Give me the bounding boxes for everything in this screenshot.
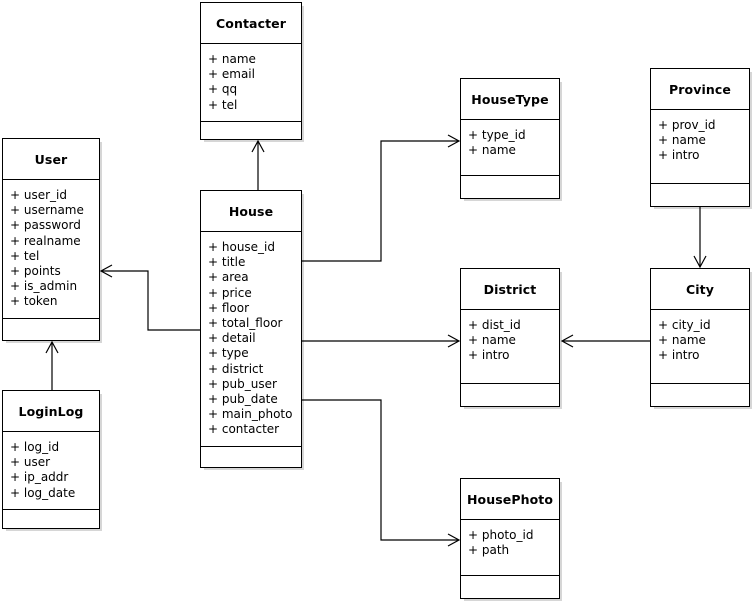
class-operations-loginlog (3, 510, 99, 532)
class-attributes-province: + prov_id + name + intro (651, 110, 749, 184)
attribute-row: + name (468, 143, 516, 158)
attribute-row: + dist_id (468, 318, 521, 332)
attribute-row: + is_admin (10, 279, 78, 294)
attribute-row: + area (208, 270, 249, 285)
attribute-row: + tel (10, 248, 40, 263)
attribute-row: + password (10, 218, 81, 233)
class-title-city: City (651, 269, 749, 310)
class-box-housetype[interactable]: HouseType + type_id + name (460, 78, 560, 199)
class-box-province[interactable]: Province + prov_id + name + intro (650, 68, 750, 207)
attribute-row: + intro (658, 148, 700, 163)
class-attributes-house: + house_id + title + area + price + floo… (201, 232, 301, 447)
class-attributes-user: + user_id + username + password + realna… (3, 180, 99, 319)
class-title-district: District (461, 269, 559, 310)
class-operations-housephoto (461, 576, 559, 598)
attribute-row: + token (10, 294, 58, 309)
rel-province-city (693, 207, 707, 269)
class-attributes-housetype: + type_id + name (461, 120, 559, 176)
class-title-housephoto: HousePhoto (461, 479, 559, 520)
attribute-row: + log_id (10, 440, 60, 454)
attribute-row: + title (208, 255, 246, 270)
attribute-row: + email (208, 67, 255, 82)
class-operations-contacter (201, 122, 301, 144)
attribute-row: + type (208, 346, 249, 361)
class-title-loginlog: LoginLog (3, 391, 99, 432)
class-operations-city (651, 384, 749, 406)
attribute-row: + total_floor (208, 316, 283, 331)
class-box-house[interactable]: House + house_id + title + area + price … (200, 190, 302, 468)
attribute-row: + intro (468, 348, 510, 363)
rel-city-district (560, 334, 650, 348)
class-attributes-contacter: + name + email + qq + tel (201, 44, 301, 122)
class-box-contacter[interactable]: Contacter + name + email + qq + tel (200, 2, 302, 140)
attribute-row: + user (10, 455, 51, 470)
attribute-row: + name (658, 333, 706, 348)
rel-house-contacter (251, 139, 265, 190)
attribute-row: + intro (658, 348, 700, 363)
class-operations-housetype (461, 176, 559, 198)
class-attributes-city: + city_id + name + intro (651, 310, 749, 384)
rel-house-user (99, 264, 200, 331)
attribute-row: + price (208, 285, 252, 300)
class-title-housetype: HouseType (461, 79, 559, 120)
rel-house-housetype (302, 134, 461, 262)
attribute-row: + district (208, 361, 264, 376)
attribute-row: + user_id (10, 188, 67, 202)
attribute-row: + city_id (658, 318, 711, 332)
rel-house-housephoto (302, 399, 461, 547)
attribute-row: + main_photo (208, 407, 293, 422)
class-operations-province (651, 184, 749, 206)
class-box-city[interactable]: City + city_id + name + intro (650, 268, 750, 407)
attribute-row: + name (658, 133, 706, 148)
attribute-row: + qq (208, 82, 238, 97)
attribute-row: + username (10, 203, 84, 218)
attribute-row: + tel (208, 97, 238, 112)
rel-house-district (302, 334, 461, 348)
attribute-row: + photo_id (468, 528, 534, 542)
class-title-house: House (201, 191, 301, 232)
class-title-province: Province (651, 69, 749, 110)
attribute-row: + log_date (10, 485, 76, 500)
class-operations-house (201, 447, 301, 469)
attribute-row: + points (10, 264, 61, 279)
class-box-district[interactable]: District + dist_id + name + intro (460, 268, 560, 407)
attribute-row: + floor (208, 300, 250, 315)
attribute-row: + detail (208, 331, 256, 346)
attribute-row: + pub_user (208, 376, 277, 391)
attribute-row: + path (468, 543, 510, 558)
class-title-user: User (3, 139, 99, 180)
class-operations-district (461, 384, 559, 406)
attribute-row: + contacter (208, 422, 280, 437)
class-operations-user (3, 319, 99, 341)
class-attributes-loginlog: + log_id + user + ip_addr + log_date (3, 432, 99, 510)
attribute-row: + prov_id (658, 118, 716, 132)
attribute-row: + ip_addr (10, 470, 69, 485)
class-attributes-district: + dist_id + name + intro (461, 310, 559, 384)
class-box-housephoto[interactable]: HousePhoto + photo_id + path (460, 478, 560, 599)
attribute-row: + name (468, 333, 516, 348)
attribute-row: + pub_date (208, 392, 278, 407)
attribute-row: + house_id (208, 240, 276, 254)
rel-loginlog-user (45, 340, 59, 390)
attribute-row: + realname (10, 233, 81, 248)
class-box-loginlog[interactable]: LoginLog + log_id + user + ip_addr + log… (2, 390, 100, 529)
class-attributes-housephoto: + photo_id + path (461, 520, 559, 576)
class-box-user[interactable]: User + user_id + username + password + r… (2, 138, 100, 341)
class-title-contacter: Contacter (201, 3, 301, 44)
attribute-row: + type_id (468, 128, 526, 142)
attribute-row: + name (208, 52, 256, 66)
